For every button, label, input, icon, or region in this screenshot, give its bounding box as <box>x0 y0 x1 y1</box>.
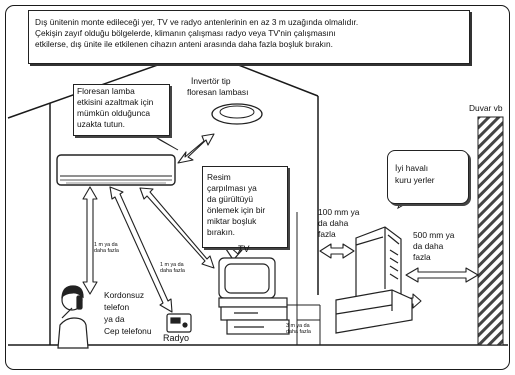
inverter-lamp-label: İnvertör tip floresan lambası <box>187 76 248 98</box>
dist-radio-line-1: 1 m ya da <box>160 262 184 268</box>
phone-label-line-2: telefon <box>104 302 130 312</box>
radio-icon <box>166 313 192 333</box>
interference-note-line-3: da gürültüyü <box>207 194 254 204</box>
dist-tv-line-2: daha fazla <box>286 329 311 336</box>
phone-label-line-4: Cep telefonu <box>104 326 152 336</box>
ventilated-note: İyi havalı kuru yerler <box>395 162 435 186</box>
phone-label-line-1: Kordonsuz <box>104 290 145 300</box>
inverter-lamp-icon <box>211 103 263 125</box>
distance-arrows <box>82 133 479 313</box>
gap-100-line-1: 100 mm ya <box>318 207 360 217</box>
phone-label-line-3: ya da <box>104 314 125 324</box>
outdoor-unit-icon <box>335 226 413 334</box>
fluorescent-note-line-3: mümkün olduğunca <box>77 108 151 118</box>
radio-label: Radyo <box>163 333 190 343</box>
dist-phone-line-1: 1 m ya da <box>94 242 118 248</box>
inverter-lamp-label-line-1: İnvertör tip <box>191 76 231 86</box>
dist-radio-line-2: daha fazla <box>160 268 185 275</box>
ventilated-note-box <box>387 150 469 204</box>
header-note-line-2: Çekişin zayıf olduğu bölgelerde, klimanı… <box>35 27 336 38</box>
tv-gap-lines <box>272 212 321 345</box>
gap-500-line-1: 500 mm ya <box>413 230 455 240</box>
dist-phone-line-2: daha fazla <box>94 248 119 255</box>
header-note-line-1: Dış ünitenin monte edileceği yer, TV ve … <box>35 17 359 27</box>
tv-icon <box>218 242 290 335</box>
interference-note-line-5: miktar boşluk <box>207 216 257 226</box>
dist-radio-label: 1 m ya da daha fazla <box>160 262 185 275</box>
phone-label: Kordonsuz telefon ya da Cep telefonu <box>104 289 152 337</box>
gap-100-line-3: fazla <box>318 229 336 239</box>
interference-note-line-1: Resim <box>207 172 231 182</box>
header-note-line-3: etkilerse, dış ünite ile etkilenen cihaz… <box>35 38 333 49</box>
dist-phone-label: 1 m ya da daha fazla <box>94 242 119 255</box>
interference-note-box <box>202 166 288 248</box>
interference-note-line-6: bırakın. <box>207 227 235 237</box>
tv-label: TV <box>238 244 250 254</box>
interference-note-line-4: önlemek için bir <box>207 205 266 215</box>
wall-label: Duvar vb <box>469 103 503 113</box>
phone-user-icon <box>57 285 89 349</box>
gap-100-line-2: da daha <box>318 218 349 228</box>
fluorescent-note-box <box>73 84 170 136</box>
header-note: Dış ünitenin monte edileceği yer, TV ve … <box>35 17 465 49</box>
fluorescent-note-line-2: etkisini azaltmak için <box>77 97 154 107</box>
dist-tv-label: 3 m ya da daha fazla <box>286 323 311 336</box>
ventilated-note-line-2: kuru yerler <box>395 175 435 185</box>
gap-500-line-3: fazla <box>413 252 431 262</box>
gap-500-label: 500 mm ya da daha fazla <box>413 230 454 263</box>
header-note-box <box>28 10 470 64</box>
fluorescent-note-line-4: uzakta tutun. <box>77 119 125 129</box>
interference-note: Resim çarpılması ya da gürültüyü önlemek… <box>207 172 265 238</box>
gap-500-line-2: da daha <box>413 241 444 251</box>
inverter-lamp-label-line-2: floresan lambası <box>187 86 249 97</box>
gap-100-label: 100 mm ya da daha fazla <box>318 207 359 240</box>
interference-note-line-2: çarpılması ya <box>207 183 257 193</box>
fluorescent-note-line-1: Floresan lamba <box>77 86 135 96</box>
dist-tv-line-1: 3 m ya da <box>286 323 310 329</box>
indoor-unit-icon <box>56 154 176 186</box>
ventilated-note-line-1: İyi havalı <box>395 163 429 173</box>
fluorescent-note: Floresan lamba etkisini azaltmak için mü… <box>77 86 153 130</box>
hatched-wall <box>477 116 504 346</box>
